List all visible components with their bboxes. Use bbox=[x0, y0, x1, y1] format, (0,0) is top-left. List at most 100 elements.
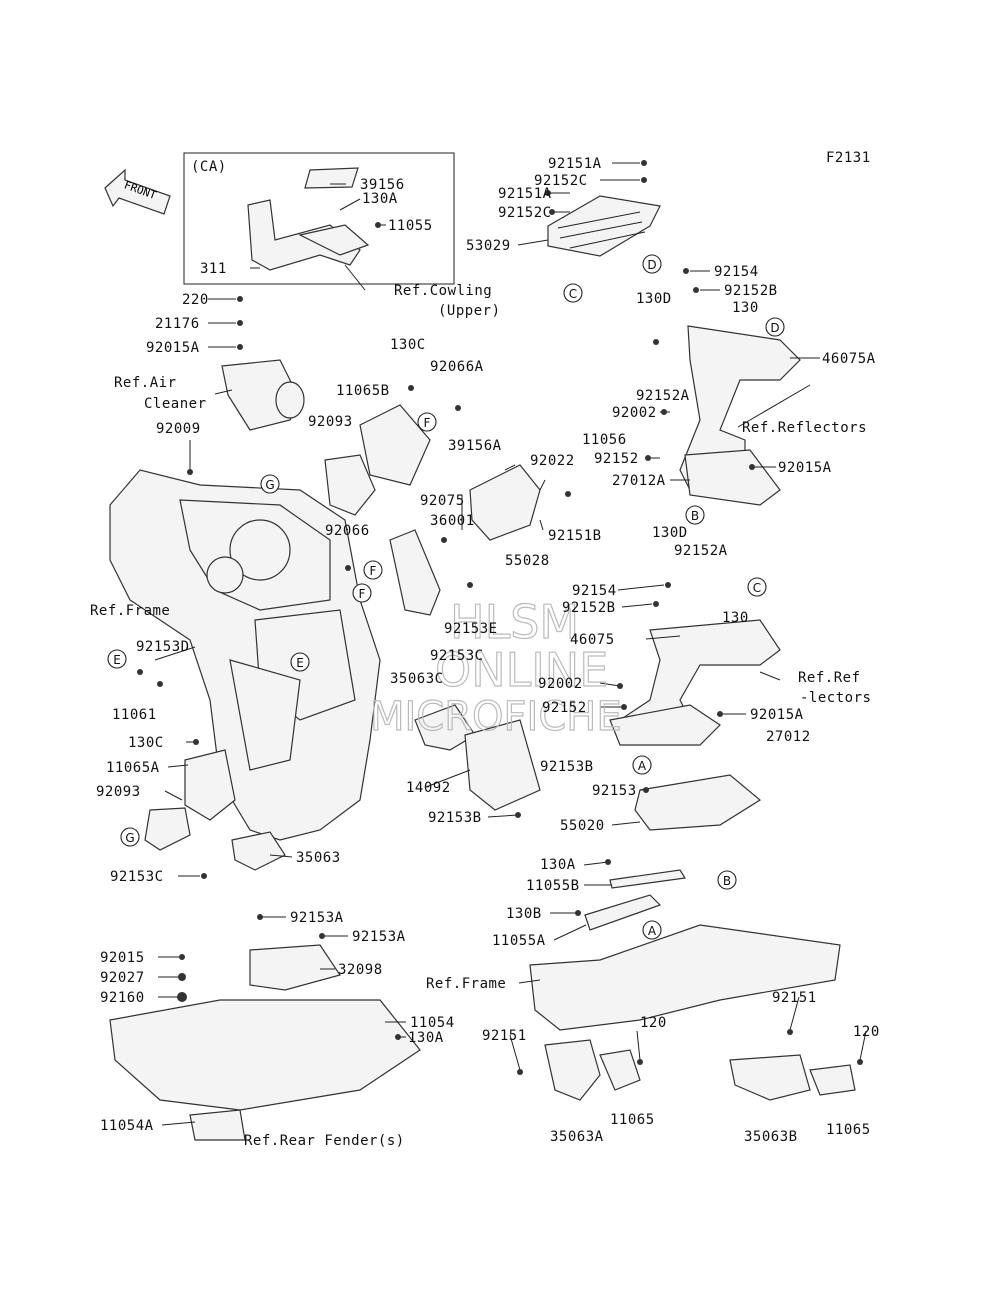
label-130-top: 130 bbox=[732, 300, 759, 316]
label-130A-right: 130A bbox=[540, 857, 576, 873]
label-92027: 92027 bbox=[100, 970, 145, 986]
label-92015A-r2: 92015A bbox=[750, 707, 804, 723]
svg-text:E: E bbox=[296, 656, 304, 670]
label-130-mid: 130 bbox=[722, 610, 749, 626]
label-120-right: 120 bbox=[853, 1024, 880, 1040]
callout-b-low: B bbox=[717, 870, 737, 890]
label-35063: 35063 bbox=[296, 850, 341, 866]
label-92022: 92022 bbox=[530, 453, 575, 469]
label-39156: 39156 bbox=[360, 177, 405, 193]
label-ref-ref-1: Ref.Ref bbox=[798, 670, 861, 686]
svg-text:A: A bbox=[648, 924, 657, 938]
duct-11065A bbox=[144, 749, 236, 851]
label-55028: 55028 bbox=[505, 553, 550, 569]
callout-a-mid: A bbox=[632, 755, 652, 775]
label-92152A-mid: 92152A bbox=[674, 543, 728, 559]
label-11065-right: 11065 bbox=[826, 1122, 871, 1138]
label-92160: 92160 bbox=[100, 990, 145, 1006]
label-92152B-top: 92152B bbox=[724, 283, 778, 299]
label-92153E: 92153E bbox=[444, 621, 498, 637]
callout-f-2: F bbox=[363, 560, 383, 580]
label-35063A: 35063A bbox=[550, 1129, 604, 1145]
label-ref-cowling-1: Ref.Cowling bbox=[394, 283, 492, 299]
label-92151A-1: 92151A bbox=[548, 156, 602, 172]
label-36001: 36001 bbox=[430, 513, 475, 529]
label-11054A: 11054A bbox=[100, 1118, 154, 1134]
watermark-line3: MICROFICHE bbox=[370, 694, 622, 740]
label-92153C-mid: 92153C bbox=[430, 648, 484, 664]
label-11054: 11054 bbox=[410, 1015, 455, 1031]
part-labels: 39156 130A 11055 311 Ref.Cowling (Upper)… bbox=[90, 156, 880, 1149]
label-ref-cowling-2: (Upper) bbox=[438, 303, 501, 319]
callout-f-1: F bbox=[417, 412, 437, 432]
label-92153B-left: 92153B bbox=[428, 810, 482, 826]
label-130D-top: 130D bbox=[636, 291, 672, 307]
label-27012: 27012 bbox=[766, 729, 811, 745]
label-46075A: 46075A bbox=[822, 351, 876, 367]
front-arrow-icon: FRONT bbox=[104, 168, 171, 215]
svg-text:D: D bbox=[647, 258, 656, 272]
label-92002-top: 92002 bbox=[612, 405, 657, 421]
label-92152A-top: 92152A bbox=[636, 388, 690, 404]
label-92009: 92009 bbox=[156, 421, 201, 437]
label-92093-bot: 92093 bbox=[96, 784, 141, 800]
callout-f-3: F bbox=[352, 583, 372, 603]
label-11055B: 11055B bbox=[526, 878, 580, 894]
seat-bracket-53029 bbox=[547, 195, 661, 257]
label-92152-mid: 92152 bbox=[542, 700, 587, 716]
label-92015A-r1: 92015A bbox=[778, 460, 832, 476]
label-11065-left: 11065 bbox=[610, 1112, 655, 1128]
label-130A-bot: 130A bbox=[408, 1030, 444, 1046]
ca-inset: (CA) bbox=[183, 152, 455, 285]
label-92151B: 92151B bbox=[548, 528, 602, 544]
label-ref-reflectors: Ref.Reflectors bbox=[742, 420, 867, 436]
label-92154-top: 92154 bbox=[714, 264, 759, 280]
svg-text:G: G bbox=[265, 478, 274, 492]
label-11065B: 11065B bbox=[336, 383, 390, 399]
label-11065A: 11065A bbox=[106, 760, 160, 776]
label-92153: 92153 bbox=[592, 783, 637, 799]
label-130A-ca: 130A bbox=[362, 191, 398, 207]
label-21176: 21176 bbox=[155, 316, 200, 332]
label-92002-mid: 92002 bbox=[538, 676, 583, 692]
bracket-35063 bbox=[231, 831, 286, 871]
svg-text:D: D bbox=[770, 321, 779, 335]
rear-subframe bbox=[529, 774, 841, 1031]
label-92015A-left: 92015A bbox=[146, 340, 200, 356]
svg-text:F: F bbox=[424, 416, 431, 430]
label-27012A: 27012A bbox=[612, 473, 666, 489]
callout-g-bot: G bbox=[120, 827, 140, 847]
callout-a-low: A bbox=[642, 920, 662, 940]
label-92066: 92066 bbox=[325, 523, 370, 539]
label-130C-bot: 130C bbox=[128, 735, 164, 751]
label-92151-right: 92151 bbox=[772, 990, 817, 1006]
label-11056: 11056 bbox=[582, 432, 627, 448]
label-92015: 92015 bbox=[100, 950, 145, 966]
label-92152C-2: 92152C bbox=[498, 205, 552, 221]
label-92152-top: 92152 bbox=[594, 451, 639, 467]
callout-d-right: D bbox=[765, 317, 785, 337]
label-120-left: 120 bbox=[640, 1015, 667, 1031]
svg-text:F: F bbox=[359, 587, 366, 601]
label-130D-mid: 130D bbox=[652, 525, 688, 541]
label-55020: 55020 bbox=[560, 818, 605, 834]
callout-e-frame: E bbox=[290, 652, 310, 672]
label-92153D: 92153D bbox=[136, 639, 190, 655]
figure-code: F2131 bbox=[826, 150, 871, 166]
callout-e-left: E bbox=[107, 649, 127, 669]
watermark-line2: ONLINE bbox=[435, 643, 608, 697]
label-130B: 130B bbox=[506, 906, 542, 922]
label-ref-frame-left: Ref.Frame bbox=[90, 603, 170, 619]
label-92154-mid: 92154 bbox=[572, 583, 617, 599]
label-92151A-2: 92151A bbox=[498, 186, 552, 202]
label-92153B-right: 92153B bbox=[540, 759, 594, 775]
svg-text:C: C bbox=[569, 287, 577, 301]
callout-circles: C D D B C A B A F F F G G E E bbox=[107, 254, 785, 940]
watermark-line1: HLSM bbox=[450, 595, 579, 649]
svg-text:B: B bbox=[691, 509, 699, 523]
label-92151-left: 92151 bbox=[482, 1028, 527, 1044]
svg-text:B: B bbox=[723, 874, 731, 888]
bracket-36001 bbox=[389, 529, 441, 616]
label-92093-top: 92093 bbox=[308, 414, 353, 430]
